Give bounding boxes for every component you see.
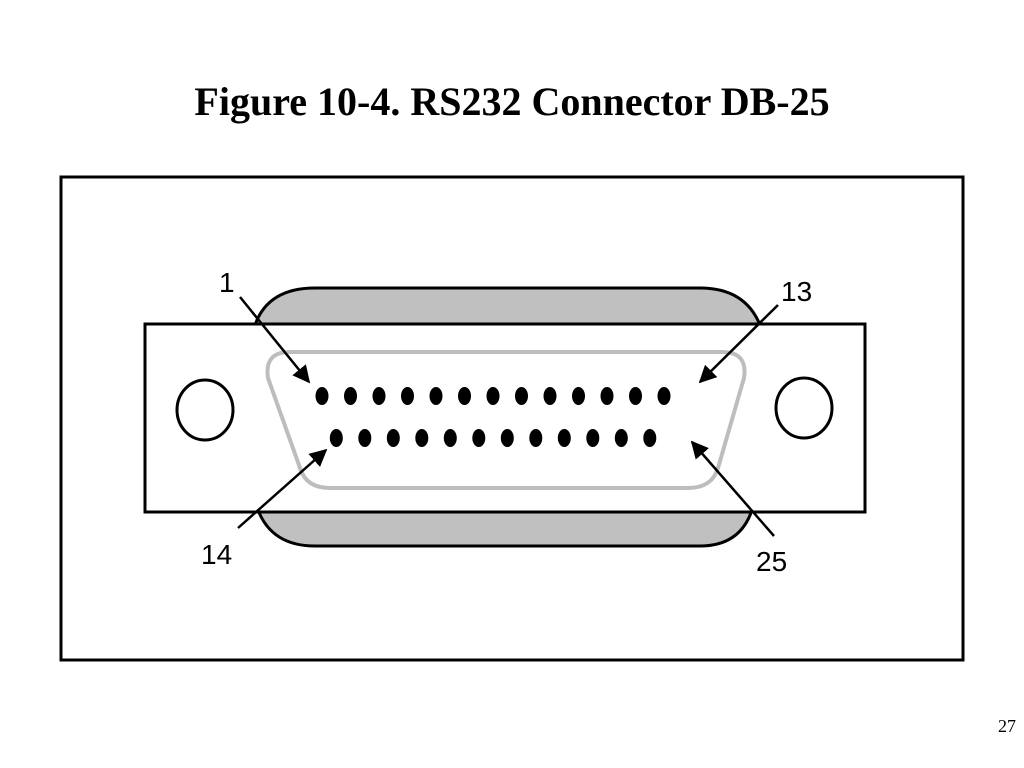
pin-8 [515, 387, 528, 405]
connector-flange [143, 322, 867, 514]
pin-13 [657, 387, 671, 405]
arrow-pin-13 [698, 304, 779, 384]
arrow-pin-25 [690, 440, 775, 537]
pin-18 [443, 429, 457, 447]
pin-5 [429, 387, 443, 405]
pin-24 [614, 429, 628, 447]
pin-4 [401, 387, 414, 405]
page-number: 27 [998, 716, 1016, 736]
pin-7 [486, 387, 500, 405]
mounting-hole-left [175, 378, 235, 442]
pin-14 [329, 429, 343, 447]
pin-21 [529, 429, 543, 447]
mounting-hole-right [774, 376, 834, 440]
pin-19 [472, 429, 486, 447]
pin-row-top [315, 387, 671, 405]
arrow-pin-14 [237, 448, 328, 529]
label-pin-25: 25 [756, 546, 787, 577]
pin-1 [315, 387, 329, 405]
pin-25 [643, 429, 657, 447]
label-pin-13: 13 [781, 276, 812, 307]
slide-title: Figure 10-4. RS232 Connector DB-25 [194, 79, 830, 124]
connector-inner-outline [265, 350, 747, 490]
label-pin-1: 1 [219, 267, 235, 298]
arrow-pin-1 [239, 296, 311, 384]
pin-20 [500, 429, 514, 447]
pin-16 [386, 429, 400, 447]
pin-10 [572, 387, 585, 405]
pin-22 [557, 429, 571, 447]
pin-row-bottom [329, 429, 657, 447]
label-pin-14: 14 [201, 539, 232, 570]
pin-9 [543, 387, 557, 405]
pin-2 [344, 387, 357, 405]
pin-12 [629, 387, 642, 405]
pin-17 [415, 429, 429, 447]
pin-11 [600, 387, 614, 405]
pin-15 [358, 429, 372, 447]
pin-23 [586, 429, 600, 447]
pin-6 [458, 387, 471, 405]
pin-3 [372, 387, 386, 405]
